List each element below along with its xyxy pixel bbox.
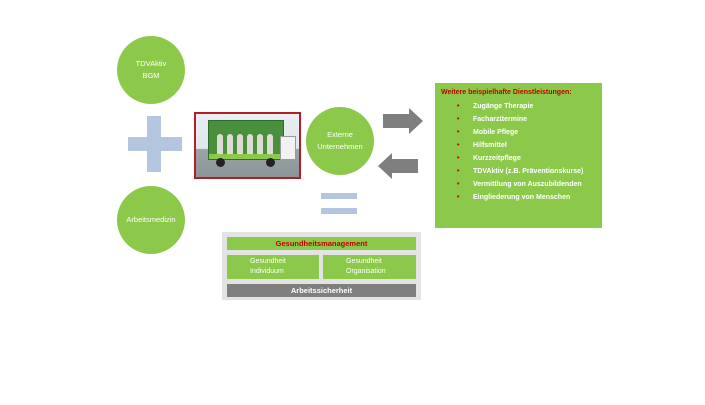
wheel <box>216 158 225 167</box>
bgm-label: BGM <box>142 71 160 80</box>
tdvaktiv-label: TDVAktiv <box>135 59 167 68</box>
individuum-line1: Gesundheit <box>250 258 286 265</box>
service-item: Facharzttermine <box>457 115 597 124</box>
gesundheit-organisation-box: Gesundheit Organisation <box>323 255 416 279</box>
externe-unternehmen-circle: Externe Unternehmen <box>306 107 374 175</box>
service-item: Zugänge Therapie <box>457 102 597 111</box>
externe-label: Externe <box>327 130 353 139</box>
truck-cab <box>280 136 296 160</box>
arbeitsmedizin-circle: Arbeitsmedizin <box>117 186 185 254</box>
service-item: Hilfsmittel <box>457 141 597 150</box>
gesundheitsmanagement-bar: Gesundheitsmanagement <box>227 237 416 250</box>
services-list: Zugänge Therapie Facharzttermine Mobile … <box>457 102 597 206</box>
truck-trailer <box>208 120 284 160</box>
service-item: Kurzzeitpflege <box>457 154 597 163</box>
services-box: Weitere beispielhafte Dienstleistungen: … <box>435 83 602 228</box>
equals-icon <box>321 208 357 214</box>
gesundheit-panel: Gesundheitsmanagement Gesundheit Individ… <box>222 232 421 300</box>
service-item: TDVAktiv (z.B. Präventionskurse) <box>457 167 597 176</box>
individuum-line2: Individuum <box>250 268 284 275</box>
services-title: Weitere beispielhafte Dienstleistungen: <box>441 89 572 96</box>
service-item: Eingliederung von Menschen <box>457 193 597 202</box>
arbeitssicherheit-bar: Arbeitssicherheit <box>227 284 416 297</box>
arbeitsmedizin-label: Arbeitsmedizin <box>126 215 176 224</box>
tdvaktiv-bgm-circle: TDVAktiv BGM <box>117 36 185 104</box>
organisation-line2: Organisation <box>346 268 386 275</box>
equals-icon-top-bar <box>321 193 357 199</box>
wheel <box>266 158 275 167</box>
truck-photo <box>194 112 301 179</box>
service-item: Vermittlung von Auszubildenden <box>457 180 597 189</box>
service-item: Mobile Pflege <box>457 128 597 137</box>
plus-icon <box>128 137 182 151</box>
organisation-line1: Gesundheit <box>346 258 382 265</box>
gesundheit-individuum-box: Gesundheit Individuum <box>227 255 319 279</box>
unternehmen-label: Unternehmen <box>317 142 363 151</box>
